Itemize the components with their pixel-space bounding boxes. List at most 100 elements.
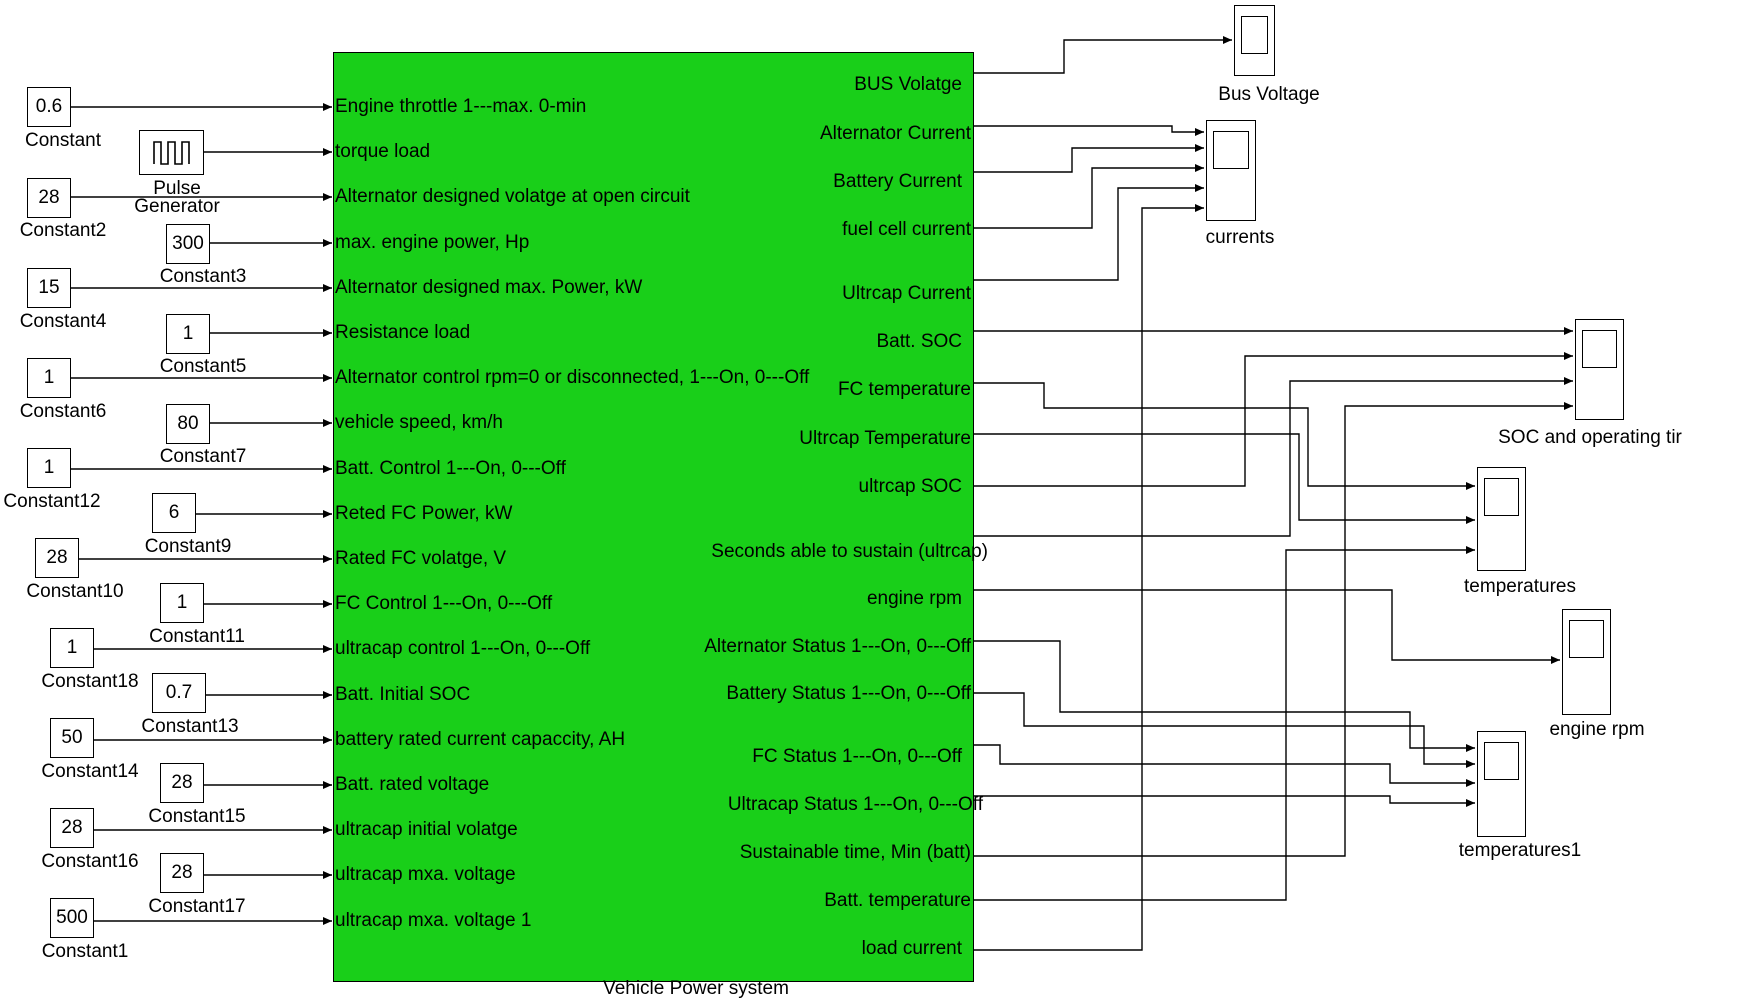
constant-block[interactable]: 500 — [50, 898, 94, 938]
constant-block[interactable]: 1 — [27, 448, 71, 488]
output-connection — [974, 204, 1204, 951]
constant-block-name: Constant13 — [141, 716, 239, 737]
input-port-label: ultracap control 1---On, 0---Off — [335, 638, 591, 659]
output-connection — [974, 640, 1475, 752]
constant-block[interactable]: 1 — [27, 358, 71, 398]
output-port-label: Ultrcap Temperature — [799, 428, 971, 449]
output-port-label: Batt. SOC — [876, 331, 962, 352]
constant-block-name: Constant10 — [26, 581, 124, 602]
output-port-label: Ultrcap Current — [842, 283, 971, 304]
input-port-label: Batt. rated voltage — [335, 774, 490, 795]
input-port-label: FC Control 1---On, 0---Off — [335, 593, 553, 614]
output-port-label: Ultracap Status 1---On, 0---Off — [727, 794, 983, 815]
constant-block-name: Constant — [24, 130, 102, 151]
output-port-label: engine rpm — [866, 588, 962, 609]
constant-block[interactable]: 1 — [166, 314, 210, 354]
constant-block[interactable]: 1 — [50, 628, 94, 668]
constant-block-name: Constant2 — [19, 220, 107, 241]
input-port-label: Alternator control rpm=0 or disconnected… — [335, 367, 810, 388]
constant-block[interactable]: 15 — [27, 268, 71, 308]
constant-block-name: Pulse Generator — [134, 178, 220, 217]
constant-block[interactable]: 80 — [166, 404, 210, 444]
constant-block-name: Constant12 — [3, 491, 101, 512]
constant-block-name: Constant7 — [159, 446, 247, 467]
input-port-label: torque load — [335, 141, 431, 162]
constant-block[interactable]: 0.6 — [27, 87, 71, 127]
scope-screen-icon — [1213, 131, 1249, 169]
output-port-label: BUS Volatge — [854, 74, 962, 95]
scope-name: SOC and operating tir — [1498, 427, 1682, 448]
input-port-label: Rated FC volatge, V — [335, 548, 507, 569]
constant-block[interactable]: 28 — [160, 763, 204, 803]
input-port-label: Resistance load — [335, 322, 471, 343]
scope-block[interactable] — [1562, 609, 1611, 715]
output-port-label: FC Status 1---On, 0---Off — [752, 746, 962, 767]
scope-block[interactable] — [1234, 5, 1275, 76]
constant-block[interactable]: 28 — [160, 853, 204, 893]
output-connection — [974, 546, 1475, 901]
output-port-label: Seconds able to sustain (ultrcap) — [711, 541, 988, 562]
scope-block[interactable] — [1477, 467, 1526, 571]
constant-block[interactable]: 1 — [160, 583, 204, 623]
input-port-label: max. engine power, Hp — [335, 232, 530, 253]
output-connection — [974, 692, 1475, 768]
output-connection — [974, 744, 1475, 787]
scope-block[interactable] — [1477, 731, 1526, 837]
input-port-label: ultracap mxa. voltage 1 — [335, 910, 532, 931]
output-port-label: Sustainable time, Min (batt) — [739, 842, 971, 863]
output-connection — [974, 433, 1475, 524]
constant-block[interactable]: 28 — [35, 538, 79, 578]
constant-block[interactable]: 28 — [27, 178, 71, 218]
scope-block[interactable] — [1575, 319, 1624, 420]
output-port-label: FC temperature — [837, 379, 971, 400]
vehicle-power-system-block[interactable] — [333, 52, 974, 982]
output-connection — [974, 144, 1204, 173]
scope-screen-icon — [1582, 330, 1617, 368]
scope-block[interactable] — [1206, 120, 1256, 221]
output-connection — [974, 125, 1204, 136]
scope-name: temperatures1 — [1458, 840, 1582, 861]
input-port-label: Alternator designed volatge at open circ… — [335, 186, 690, 207]
constant-block-name: Constant1 — [41, 941, 129, 962]
scope-screen-icon — [1484, 478, 1519, 516]
constant-block[interactable]: 300 — [166, 224, 210, 264]
input-port-label: ultracap mxa. voltage — [335, 864, 516, 885]
input-port-label: Engine throttle 1---max. 0-min — [335, 96, 587, 117]
output-port-label: ultrcap SOC — [858, 476, 962, 497]
constant-block-name: Constant16 — [41, 851, 139, 872]
pulse-icon — [152, 140, 190, 165]
scope-name: Bus Voltage — [1218, 84, 1320, 105]
constant-block[interactable]: 6 — [152, 493, 196, 533]
output-connection — [974, 36, 1232, 74]
output-connection — [974, 382, 1475, 490]
scope-name: temperatures — [1464, 576, 1576, 597]
constant-block-name: Constant5 — [159, 356, 247, 377]
output-connection — [974, 164, 1204, 229]
constant-block-name: Constant3 — [159, 266, 247, 287]
input-port-label: Batt. Control 1---On, 0---Off — [335, 458, 566, 479]
input-port-label: Reted FC Power, kW — [335, 503, 513, 524]
input-port-label: ultracap initial volatge — [335, 819, 518, 840]
constant-block-name: Constant9 — [144, 536, 232, 557]
output-port-label: Alternator Current — [819, 123, 971, 144]
constant-block[interactable]: 0.7 — [152, 673, 206, 713]
output-port-label: Battery Current — [833, 171, 962, 192]
output-connection — [974, 795, 1475, 807]
main-block-name: Vehicle Power system — [603, 978, 789, 999]
constant-block-name: Constant6 — [19, 401, 107, 422]
constant-block[interactable]: 50 — [50, 718, 94, 758]
output-connection — [974, 402, 1573, 857]
scope-screen-icon — [1569, 620, 1604, 658]
pulse-generator-block[interactable] — [139, 130, 204, 175]
output-connection — [974, 589, 1560, 664]
output-connection — [974, 352, 1573, 487]
output-connection — [974, 184, 1204, 281]
output-port-label: fuel cell current — [842, 219, 971, 240]
constant-block[interactable]: 28 — [50, 808, 94, 848]
constant-block-name: Constant17 — [148, 896, 246, 917]
input-port-label: vehicle speed, km/h — [335, 412, 503, 433]
output-port-label: Batt. temperature — [824, 890, 971, 911]
output-connection — [974, 377, 1573, 537]
output-port-label: Alternator Status 1---On, 0---Off — [704, 636, 971, 657]
